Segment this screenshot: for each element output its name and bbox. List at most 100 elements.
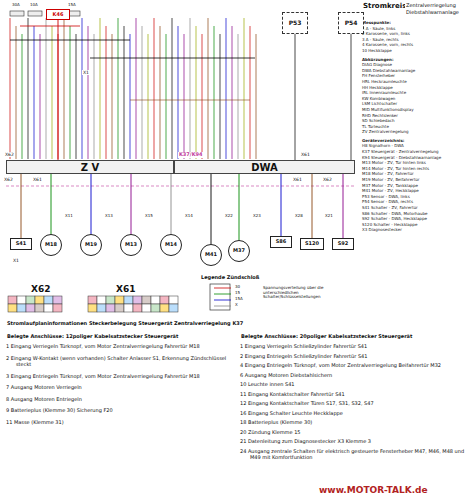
schematic-drawing <box>70 26 71 159</box>
list-entry: 1 A - Säule, links <box>362 26 473 32</box>
list-entry: S92 Schalter - DWA, Heckklappe <box>362 216 473 222</box>
wire-label: X62 <box>322 177 333 182</box>
schematic-drawing <box>26 296 35 304</box>
node-text: P54 <box>345 20 358 27</box>
list-entry: P54 Sensor - DWA, rechts <box>362 199 473 205</box>
list-heading: Messpunkte: <box>362 20 473 26</box>
list-entry: MID Multifunktionsdisplay <box>362 107 473 113</box>
wire-label: X62 <box>4 152 15 157</box>
wire-connector <box>295 34 296 160</box>
schematic-drawing <box>169 296 178 304</box>
node-text: Z V <box>81 162 99 173</box>
list-entry: K94 Steuergerät - Diebstahlwarnanlage <box>362 155 473 161</box>
schematic-drawing <box>90 58 255 59</box>
list-entry: HH Heckklappe <box>362 85 473 91</box>
list-entry: SD Schiebedach <box>362 118 473 124</box>
schematic-drawing <box>148 34 149 159</box>
wire-connector <box>51 174 52 234</box>
wire-label: X15 <box>144 214 154 219</box>
wire-label: 30A <box>11 3 21 8</box>
pin-assignment: 11 Masse (Klemme 31) <box>6 419 232 426</box>
schematic-drawing <box>130 100 250 101</box>
wire-label: X1 <box>82 70 90 75</box>
sensor-connector: P53 <box>282 12 308 34</box>
wire-connector <box>343 174 344 238</box>
schematic-drawing <box>154 18 155 159</box>
schematic-drawing <box>8 296 17 304</box>
node-text: M13 <box>125 242 137 248</box>
node-text: DWA <box>251 162 278 173</box>
node-text: M18 <box>45 242 57 248</box>
schematic-drawing <box>88 304 97 312</box>
wire-label: 15A <box>234 297 244 302</box>
motor-symbol: M14 <box>160 234 182 256</box>
schematic-drawing <box>53 296 62 304</box>
pin-assignment: 2 Eingang W-Kontakt (wenn vorhanden) Sch… <box>6 355 232 368</box>
schematic-drawing <box>238 34 239 159</box>
list-entry: 2 Karosserie, vorn, links <box>362 31 473 37</box>
schematic-drawing <box>46 18 47 159</box>
schematic-drawing <box>151 296 160 304</box>
schematic-drawing <box>214 294 231 295</box>
schematic-drawing <box>20 26 80 27</box>
heading-label: www.MOTOR-TALK.de <box>318 485 429 495</box>
schematic-drawing <box>28 11 42 16</box>
wire-connector <box>211 174 212 244</box>
abbreviation-list: Messpunkte:1 A - Säule, links2 Karosseri… <box>362 20 473 233</box>
pin-assignment: 4 Eingang Entriegeln Türknopf, vom Motor… <box>240 362 472 369</box>
schematic-drawing <box>88 26 89 159</box>
schematic-drawing <box>8 296 178 312</box>
schematic-drawing <box>106 296 115 304</box>
wire-connector <box>21 174 22 238</box>
list-entry: 10 Heckklappe <box>362 48 473 54</box>
schematic-drawing <box>214 300 231 301</box>
list-entry: H8 Signalhorn - DWA <box>362 143 473 149</box>
schematic-drawing <box>6 186 355 187</box>
schematic-drawing <box>115 304 124 312</box>
schematic-drawing <box>97 296 106 304</box>
schematic-drawing <box>136 18 137 159</box>
wire-connector <box>281 174 282 236</box>
schematic-drawing <box>17 296 26 304</box>
schematic-drawing <box>220 34 221 159</box>
schematic-drawing <box>184 34 185 159</box>
schematic-drawing <box>169 304 178 312</box>
pin-assignment: 12 Eingang Kontaktschalter Türen S17, S3… <box>240 400 472 407</box>
list-entry: FH Fensterheber <box>362 73 473 79</box>
schematic-drawing <box>133 296 142 304</box>
schematic-drawing <box>10 40 130 41</box>
schematic-drawing <box>35 296 44 304</box>
schematic-drawing <box>244 18 245 159</box>
wire-connector <box>239 174 240 240</box>
wire-label: X14 <box>184 214 194 219</box>
schematic-drawing <box>210 284 230 310</box>
wire-connector <box>91 174 92 234</box>
wire-label: 15 <box>234 291 241 296</box>
list-entry: X3 Diagnosestecker <box>362 227 473 233</box>
wire-label: 15A <box>67 3 77 8</box>
heading-label: X61 <box>115 284 136 294</box>
node-text: M37 <box>233 248 245 254</box>
list-entry: HRL Heckraumleuchte <box>362 79 473 85</box>
node-text: S120 <box>305 241 319 247</box>
pin-list: 1 Eingang Verriegeln Türknopf, vom Motor… <box>6 343 232 430</box>
wire-label: X28 <box>294 214 304 219</box>
switch-box: S41 <box>10 238 32 250</box>
node-text: M14 <box>165 242 177 248</box>
schematic-drawing <box>34 26 35 159</box>
schematic-drawing <box>130 34 131 159</box>
schematic-drawing <box>112 34 113 159</box>
wire-connector <box>171 174 172 234</box>
list-entry: DWA Diebstahlwarnanlage <box>362 68 473 74</box>
schematic-drawing <box>94 34 95 159</box>
schematic-drawing <box>196 26 197 159</box>
motor-symbol: M19 <box>80 234 102 256</box>
schematic-drawing <box>35 304 44 312</box>
pin-assignment: 8 Ausgang Motoren Entriegeln <box>6 396 232 403</box>
list-entry: S41 Schalter - ZV, Fahrertür <box>362 205 473 211</box>
wire-connector <box>312 174 313 238</box>
schematic-drawing <box>133 304 142 312</box>
motor-symbol: M41 <box>200 244 222 266</box>
pin-assignment: 21 Datenleitung zum Diagnosestecker X3 K… <box>240 438 472 445</box>
list-entry: DIAG Diagnose <box>362 62 473 68</box>
